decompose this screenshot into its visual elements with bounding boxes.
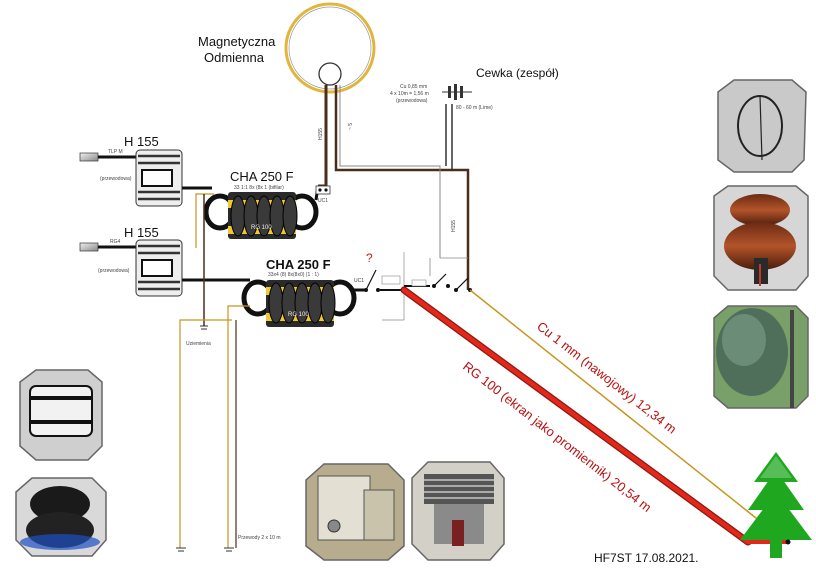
signature: HF7ST 17.08.2021.: [594, 551, 699, 565]
upper-choke: [203, 192, 319, 239]
ground-wiring: [176, 193, 250, 552]
top-feed-label-a: H155: [318, 128, 324, 140]
choke-photo-badge: [15, 477, 107, 557]
cable-photo-badge: [19, 369, 103, 461]
cu-wire: [469, 289, 777, 535]
uc1-top-label: UC1: [318, 198, 328, 204]
ground-label: Uziemienia: [186, 341, 211, 347]
lower-choke-core-label: RG 100: [288, 312, 309, 318]
choke-photo-icon: [30, 486, 90, 522]
tree-photo-badge: [713, 305, 809, 409]
magnetic-loop: [284, 2, 376, 94]
upper-choke-title: CHA 250 F: [230, 169, 294, 184]
ground-wire-note: Przewody 2 x 10 m: [238, 535, 281, 541]
lower-plug-icon: [79, 242, 99, 252]
enclosure-photo-badge: [305, 463, 405, 561]
upper-h155-box: [135, 149, 183, 207]
upper-plug-icon: [79, 152, 99, 162]
loop-photo-badge: [717, 79, 807, 173]
switch-assembly: [354, 252, 472, 321]
rg100-wire: [401, 287, 751, 545]
transformer-photo-icon: [424, 474, 494, 504]
question-mark: ?: [366, 251, 373, 265]
upper-choke-core-label: RG 100: [251, 225, 272, 231]
tree-icon: [740, 452, 812, 558]
enclosure-photo-icon: [317, 475, 371, 541]
top-feed-label-b: ~ 5: [348, 123, 354, 130]
lower-choke: [241, 279, 357, 327]
upper-box-label: (przewodowa): [100, 176, 132, 182]
coil-photo-badge: [713, 185, 809, 291]
loop-title-line2: Odmienna: [204, 50, 265, 65]
lower-box-label: (przewodowa): [98, 268, 130, 274]
transformer-photo-badge: [411, 461, 505, 561]
coil-spec-line1: Cu 0,85 mm: [400, 84, 427, 90]
upper-choke-spec: 33 1:1 8x (8x 1 (bifilar): [234, 185, 284, 191]
coupling-loop: [318, 62, 342, 86]
radiating-wires: [400, 286, 788, 546]
coil-symbol: [442, 84, 472, 170]
coil-band-note: 80 - 60 m (Lime): [456, 105, 493, 111]
lower-connector: [79, 242, 136, 252]
upper-connector: [79, 152, 136, 162]
lower-choke-spec: 33x4 (8) 8x(8x0) (1 : 1): [268, 272, 319, 278]
lower-choke-title: CHA 250 F: [266, 257, 331, 272]
coil-spec-line2: 4 x 10m = 1,56 m: [390, 91, 429, 97]
wire-cu-label: Cu 1 mm (nawojowy) 12,34 m: [534, 319, 679, 437]
upper-connector-label: TLP M: [108, 149, 123, 155]
coil-group-title: Cewka (zespół): [476, 66, 559, 80]
loop-title-line1: Magnetyczna: [198, 34, 276, 49]
coil-spec-line3: (przewodowa): [396, 98, 428, 104]
uc1-bottom-label: UC1: [354, 278, 364, 284]
cable-photo-icon: [29, 385, 93, 437]
vertical-h155-label: H155: [451, 220, 457, 232]
lower-h155-title: H 155: [124, 225, 159, 240]
upper-h155-title: H 155: [124, 134, 159, 149]
lower-connector-label: RG4: [110, 239, 121, 245]
coil-photo-icon: [730, 194, 790, 226]
main-loop: [284, 2, 376, 94]
uc1-top-connector: [315, 185, 331, 195]
lower-h155-box: [135, 239, 183, 297]
